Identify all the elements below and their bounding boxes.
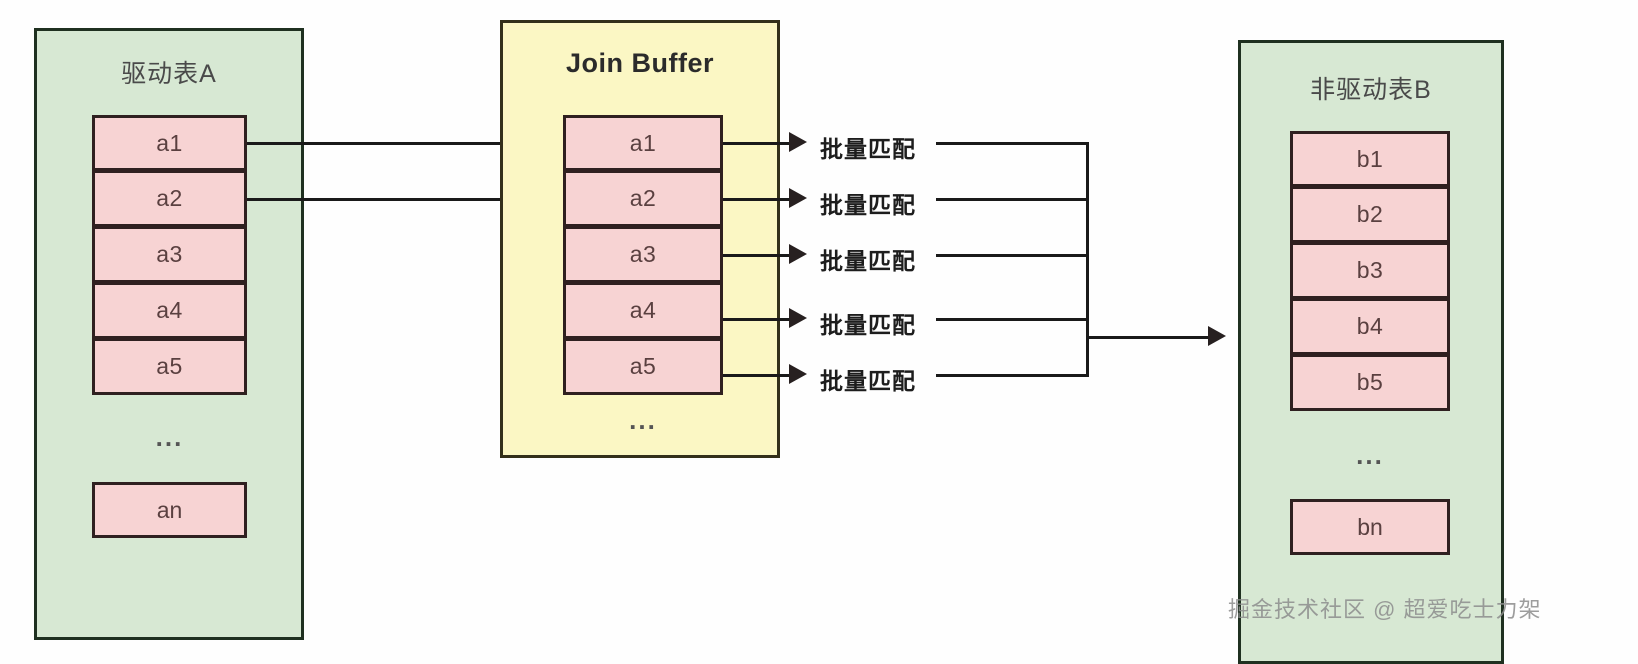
- buffer-out-line-3: [723, 254, 790, 257]
- buffer-out-arrowhead-4: [789, 308, 807, 328]
- merge-line-1: [936, 142, 1088, 145]
- connector-a2-to-buffer: [247, 198, 542, 201]
- driving-table-a-ellipsis: ...: [155, 422, 184, 452]
- merge-line-3: [936, 254, 1088, 257]
- batch-match-label-3: 批量匹配: [820, 248, 916, 274]
- buffer-row-a4: a4: [563, 283, 723, 339]
- batch-match-label-4: 批量匹配: [820, 312, 916, 338]
- buffer-out-line-4: [723, 318, 790, 321]
- buffer-row-a5: a5: [563, 339, 723, 395]
- merge-to-table-b-arrowhead: [1208, 326, 1226, 346]
- buffer-row-a3: a3: [563, 227, 723, 283]
- driving-row-a4: a4: [92, 283, 247, 339]
- join-buffer-title: Join Buffer: [565, 48, 714, 78]
- driving-row-a5: a5: [92, 339, 247, 395]
- buffer-row-a1: a1: [563, 115, 723, 171]
- non-driving-row-bn: bn: [1290, 499, 1450, 555]
- merge-line-4: [936, 318, 1088, 321]
- merge-line-5: [936, 374, 1088, 377]
- driving-table-a-title: 驱动表A: [121, 60, 217, 88]
- non-driving-table-b-ellipsis: ...: [1356, 440, 1384, 470]
- non-driving-table-b-title: 非驱动表B: [1310, 76, 1432, 104]
- batch-match-label-5: 批量匹配: [820, 368, 916, 394]
- driving-row-a1: a1: [92, 115, 247, 171]
- buffer-out-arrowhead-3: [789, 244, 807, 264]
- merge-bus-vertical: [1086, 142, 1089, 377]
- buffer-out-line-5: [723, 374, 790, 377]
- non-driving-row-b5: b5: [1290, 355, 1450, 411]
- buffer-out-arrowhead-1: [789, 132, 807, 152]
- driving-row-a3: a3: [92, 227, 247, 283]
- batch-match-label-2: 批量匹配: [820, 192, 916, 218]
- buffer-out-arrowhead-5: [789, 364, 807, 384]
- non-driving-row-b3: b3: [1290, 243, 1450, 299]
- non-driving-row-b4: b4: [1290, 299, 1450, 355]
- connector-a1-to-buffer: [247, 142, 542, 145]
- batch-match-label-1: 批量匹配: [820, 136, 916, 162]
- buffer-out-line-1: [723, 142, 790, 145]
- buffer-out-arrowhead-2: [789, 188, 807, 208]
- non-driving-row-b2: b2: [1290, 187, 1450, 243]
- merge-to-table-b-line: [1086, 336, 1211, 339]
- buffer-out-line-2: [723, 198, 790, 201]
- buffer-row-a2: a2: [563, 171, 723, 227]
- driving-row-an: an: [92, 482, 247, 538]
- driving-table-a-rows: a1 a2 a3 a4 a5: [92, 115, 247, 395]
- non-driving-table-b-rows: b1 b2 b3 b4 b5: [1290, 131, 1450, 411]
- join-buffer-rows: a1 a2 a3 a4 a5: [563, 115, 723, 395]
- watermark-text: 掘金技术社区 @ 超爱吃士力架: [1228, 597, 1542, 622]
- merge-line-2: [936, 198, 1088, 201]
- driving-row-a2: a2: [92, 171, 247, 227]
- join-buffer-ellipsis: ...: [629, 405, 657, 435]
- non-driving-row-b1: b1: [1290, 131, 1450, 187]
